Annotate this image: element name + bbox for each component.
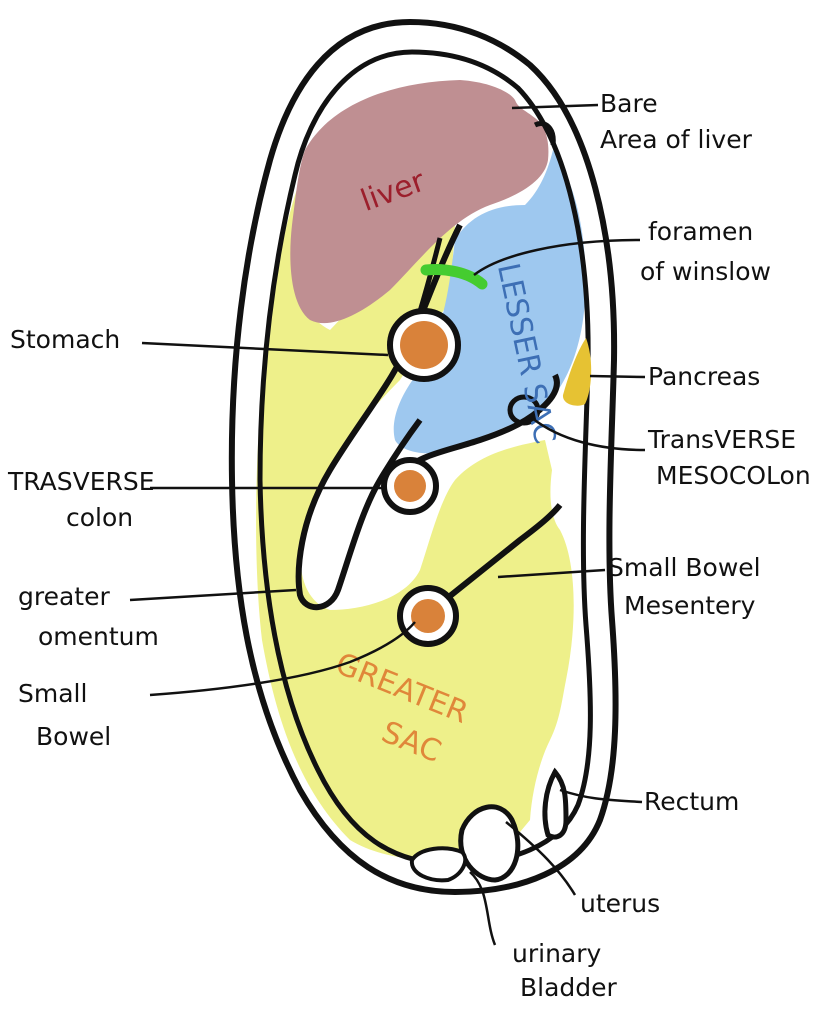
uterus-organ	[458, 804, 521, 883]
transverse-mesocolon-ring	[507, 394, 541, 426]
leader-small-bowel-mesentery	[497, 568, 606, 579]
liver-organ	[290, 80, 549, 324]
foramen-of-winslow-marker	[420, 264, 488, 290]
leader-greater-omentum	[129, 588, 297, 602]
label-uterus: uterus	[580, 889, 660, 918]
leader-urinary-bladder	[469, 871, 497, 946]
urinary-bladder-organ	[409, 846, 468, 883]
label-foramen-1: foramen	[648, 217, 753, 246]
label-urinary-bladder-1: urinary	[512, 939, 602, 968]
transverse-colon-organ	[394, 470, 426, 502]
label-transverse-mesocolon-1: TransVERSE	[647, 425, 796, 454]
leader-foramen	[473, 238, 641, 276]
greater-sac-region	[256, 180, 574, 860]
label-foramen-2: of winslow	[640, 257, 771, 286]
label-small-bowel-2: Bowel	[36, 722, 111, 751]
leader-small-bowel	[149, 621, 416, 697]
mesocolon-fold	[402, 373, 560, 473]
outer-wall	[228, 18, 619, 896]
label-stomach: Stomach	[10, 325, 120, 354]
label-pancreas: Pancreas	[648, 362, 760, 391]
leader-bare-area	[511, 103, 599, 110]
leader-uterus	[505, 821, 577, 896]
leader-rectum	[559, 788, 643, 804]
label-small-bowel-mesentery-1: Small Bowel	[608, 553, 761, 582]
pancreas-organ	[562, 338, 592, 406]
leader-pancreas	[589, 374, 646, 379]
mesentery-fold	[443, 503, 563, 603]
label-rectum: Rectum	[644, 787, 739, 816]
label-bare-area-2: Area of liver	[600, 125, 753, 154]
label-transverse-colon-1: TRASVERSE	[7, 467, 155, 496]
label-small-bowel-mesentery-2: Mesentery	[624, 591, 756, 620]
rectum-organ	[542, 767, 569, 840]
label-urinary-bladder-2: Bladder	[520, 973, 618, 1002]
leader-stomach	[141, 341, 389, 357]
label-greater-omentum-2: omentum	[38, 622, 159, 651]
label-small-bowel-1: Small	[18, 679, 87, 708]
label-greater-omentum-1: greater	[18, 582, 110, 611]
label-transverse-colon-2: colon	[66, 503, 133, 532]
small-bowel-organ	[411, 599, 445, 633]
stomach-organ	[400, 321, 448, 369]
label-transverse-mesocolon-2: MESOCOLon	[656, 461, 811, 490]
label-bare-area-1: Bare	[600, 89, 658, 118]
leader-transverse-mesocolon	[531, 417, 646, 452]
